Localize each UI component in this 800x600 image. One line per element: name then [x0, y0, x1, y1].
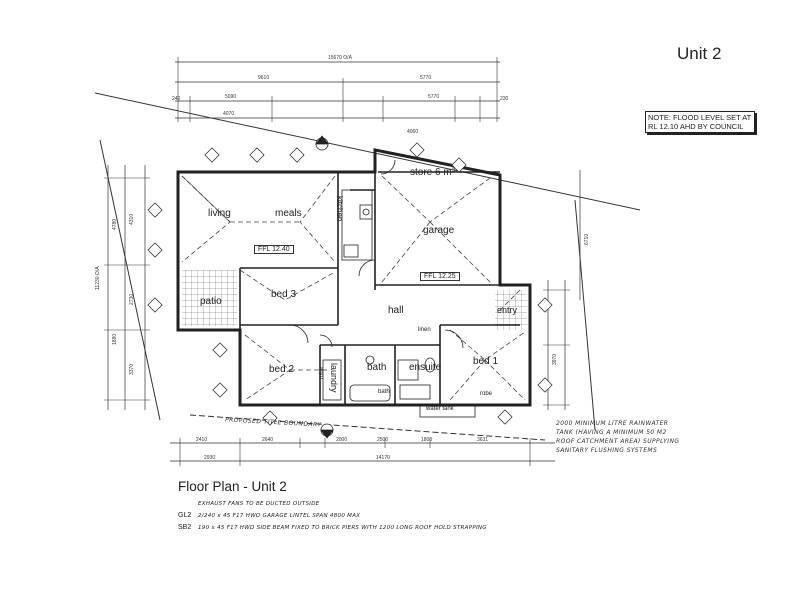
water-tank-label: water tank	[426, 406, 454, 412]
legend-text: EXHAUST FANS TO BE DUCTED OUTSIDE	[198, 501, 320, 507]
room-patio: patio	[200, 296, 222, 307]
room-bed3: bed 3	[271, 289, 297, 300]
patio-tiles	[182, 270, 237, 326]
legend-row-2: SB2 190 x 45 F17 HWD SIDE BEAM FIXED TO B…	[178, 524, 487, 531]
room-store: store 6 m³	[410, 167, 456, 178]
room-bed2: bed 2	[269, 364, 295, 375]
dim-top-6: 240	[172, 96, 181, 102]
room-robe-left: robe	[319, 366, 326, 380]
interior-walls	[239, 171, 520, 405]
side-dimension-lines	[104, 165, 581, 410]
room-robe-right: robe	[480, 391, 493, 397]
tank-note-line-2: TANK (HAVING A MINIMUM 50 M2	[556, 429, 667, 436]
room-bed1: bed 1	[473, 356, 499, 367]
dim-side-2: 4310	[129, 213, 135, 225]
ffl-living: FFL 12.40	[254, 245, 294, 254]
legend-text: 2/240 x 45 F17 HWD GARAGE LINTEL SPAN 48…	[198, 513, 361, 519]
exterior-walls	[176, 148, 532, 407]
dim-overall-bottom: 14170	[376, 455, 390, 461]
ffl-garage: FFL 12.25	[420, 272, 460, 281]
section-markers	[315, 135, 334, 439]
dim-side-4: 3370	[129, 363, 135, 375]
dim-top-5: 4060	[407, 129, 419, 135]
room-garage: garage	[423, 225, 455, 236]
top-dimension-lines	[175, 57, 500, 122]
wet-area-fixtures	[322, 355, 476, 418]
room-bath: bath	[367, 362, 387, 373]
bottom-dimension-lines	[170, 438, 555, 466]
dim-top-4: 4070	[223, 111, 235, 117]
dim-bot-1: 2410	[196, 437, 208, 443]
dim-side-3: 2730	[129, 293, 135, 305]
legend-text: 190 x 45 F17 HWD SIDE BEAM FIXED TO BRIC…	[198, 525, 487, 531]
door-swings	[289, 159, 464, 349]
dim-bot-5: 1800	[421, 437, 433, 443]
dim-top-7: 230	[500, 96, 509, 102]
room-entry: entry	[497, 305, 518, 315]
dim-top-2b: 5770	[428, 94, 440, 100]
flood-level-note: NOTE: FLOOD LEVEL SET AT RL 12.10 AHD BY…	[645, 111, 755, 133]
room-laundry: laundry	[329, 363, 339, 393]
site-boundary-lines	[94, 92, 641, 441]
dim-bot-7: 2930	[204, 455, 216, 461]
tank-note-line-1: 2000 MINIMUM LITRE RAINWATER	[556, 420, 669, 427]
room-meals: meals	[275, 208, 302, 219]
room-ensuite: ensuite	[409, 362, 442, 373]
legend-code: SB2	[178, 524, 192, 531]
dim-bot-4: 2500	[377, 437, 389, 443]
room-living: living	[208, 208, 231, 219]
tank-note-line-3: ROOF CATCHMENT AREA) SUPPLYING	[556, 438, 680, 445]
legend-row-0: EXHAUST FANS TO BE DUCTED OUTSIDE	[178, 500, 320, 507]
dim-side-1: 4780	[112, 218, 118, 230]
dim-side-5: 1880	[112, 333, 118, 345]
dim-bot-2: 2640	[262, 437, 274, 443]
dim-bot-6: 3631	[477, 437, 489, 443]
room-hall: hall	[388, 305, 404, 316]
window-tags	[147, 142, 553, 426]
unit-label: Unit 2	[677, 44, 722, 63]
dim-top-1: 9610	[258, 75, 270, 81]
legend-code: GL2	[178, 512, 192, 519]
dim-top-3: 5090	[225, 94, 237, 100]
dim-top-2: 5770	[420, 75, 432, 81]
dim-overall-top: 15670 O/A	[328, 55, 352, 61]
dim-right-2: 3970	[552, 353, 558, 365]
dim-side-overall: 11230 O/A	[95, 266, 101, 290]
kitchen-fixtures	[341, 189, 373, 261]
room-kitchen: kitchen	[335, 196, 344, 222]
plan-title: Floor Plan - Unit 2	[178, 479, 287, 494]
dim-right-1: 6710	[584, 233, 590, 245]
room-bath-small: bath	[378, 389, 390, 395]
dim-bot-3: 2000	[336, 437, 348, 443]
room-linen: linen	[418, 327, 431, 333]
legend-row-1: GL2 2/240 x 45 F17 HWD GARAGE LINTEL SPAN…	[178, 512, 360, 519]
tank-note-line-4: SANITARY FLUSHING SYSTEMS	[556, 447, 658, 454]
